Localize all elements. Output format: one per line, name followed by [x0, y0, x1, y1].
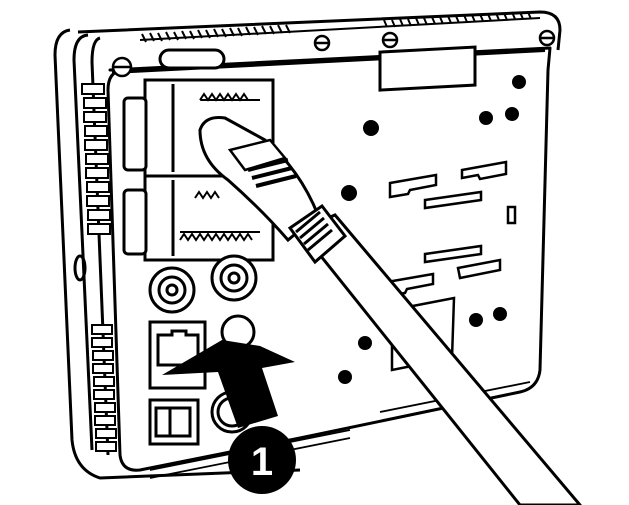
side-port: [73, 254, 87, 282]
cable-plug: [198, 116, 348, 265]
step-callout: 1: [228, 426, 296, 494]
label-plate: [378, 45, 477, 92]
side-vent-grille: [81, 83, 117, 452]
screw-icon: [111, 29, 556, 78]
callout-number: 1: [251, 440, 273, 484]
ethernet-port: [148, 320, 207, 390]
bnc-connectors: [148, 254, 258, 314]
insertion-arrow: [162, 340, 295, 428]
top-vent-grille: [139, 11, 541, 43]
top-slot: [158, 48, 226, 70]
mounting-holes: [338, 75, 526, 384]
callout-circle: [228, 426, 296, 494]
power-switch: [148, 398, 200, 446]
